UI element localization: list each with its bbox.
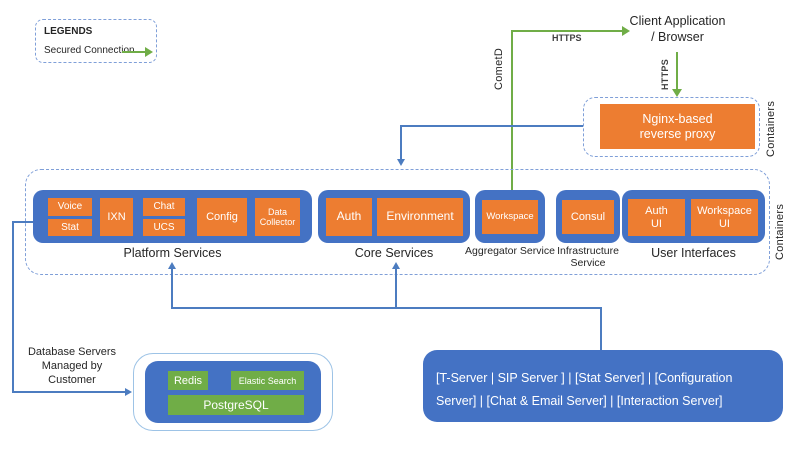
db-connector-bottom-horizontal bbox=[12, 391, 126, 393]
platform-services-label: Platform Services bbox=[123, 246, 222, 260]
db-connector-top-horizontal bbox=[12, 221, 33, 223]
service-box-ucs: UCS bbox=[143, 219, 185, 236]
service-box-workspace-ui: Workspace UI bbox=[691, 199, 758, 236]
user-interfaces-label: User Interfaces bbox=[651, 246, 736, 260]
cometd-label: CometD bbox=[493, 47, 505, 90]
service-box-config: Config bbox=[197, 198, 247, 236]
service-box-elastic-search: Elastic Search bbox=[231, 371, 304, 390]
legacy-servers-box: [T-Server | SIP Server ] | [Stat Server]… bbox=[423, 350, 783, 422]
service-box-stat: Stat bbox=[48, 219, 92, 236]
containers-label-nginx: Containers bbox=[765, 100, 777, 157]
nginx-container-box bbox=[583, 97, 760, 157]
legend-title: LEGENDS bbox=[44, 26, 93, 37]
legacy-arrowhead-core-icon bbox=[392, 262, 400, 269]
secured-connection-arrow-icon bbox=[145, 47, 153, 57]
aggregator-service-group: Workspace bbox=[475, 190, 545, 243]
core-services-group: Auth Environment bbox=[318, 190, 470, 243]
db-connector-arrowhead-icon bbox=[125, 388, 132, 396]
db-connector-vertical bbox=[12, 221, 14, 392]
service-box-consul: Consul bbox=[562, 200, 614, 234]
legacy-servers-line1: [T-Server | SIP Server ] | [Stat Server]… bbox=[436, 371, 733, 385]
legacy-riser-platform bbox=[171, 268, 173, 307]
aggregator-service-label: Aggregator Service bbox=[465, 245, 555, 257]
legend-box: LEGENDS Secured Connection bbox=[35, 19, 157, 63]
cometd-line-horizontal bbox=[511, 30, 623, 32]
service-box-auth-ui: Auth UI bbox=[628, 199, 685, 236]
nginx-connector-arrowhead-icon bbox=[397, 159, 405, 166]
nginx-connector-horizontal bbox=[400, 125, 583, 127]
secured-connection-label: Secured Connection bbox=[44, 45, 135, 56]
database-note-label: Database Servers Managed by Customer bbox=[27, 346, 117, 386]
service-box-environment: Environment bbox=[377, 198, 463, 236]
service-box-workspace: Workspace bbox=[482, 200, 538, 234]
database-group: Redis Elastic Search PostgreSQL bbox=[145, 361, 321, 423]
cometd-line-vertical bbox=[511, 30, 513, 200]
database-outer-box: Redis Elastic Search PostgreSQL bbox=[133, 353, 333, 431]
https-arrowhead-icon bbox=[672, 89, 682, 97]
nginx-reverse-proxy-box: Nginx-based reverse proxy bbox=[600, 104, 755, 149]
secured-connection-line bbox=[122, 51, 146, 53]
user-interfaces-group: Auth UI Workspace UI bbox=[622, 190, 765, 243]
service-box-ixn: IXN bbox=[100, 198, 133, 236]
containers-label-main: Containers bbox=[774, 203, 786, 260]
legacy-connector-horizontal bbox=[171, 307, 601, 309]
legacy-connector-vertical bbox=[600, 307, 602, 350]
legacy-servers-line2: Server] | [Chat & Email Server] | [Inter… bbox=[436, 394, 723, 408]
service-box-chat: Chat bbox=[143, 198, 185, 216]
legacy-arrowhead-platform-icon bbox=[168, 262, 176, 269]
legacy-riser-core bbox=[395, 268, 397, 307]
cometd-arrowhead-icon bbox=[622, 26, 630, 36]
service-box-postgresql: PostgreSQL bbox=[168, 395, 304, 415]
service-box-data-collector: Data Collector bbox=[255, 198, 300, 236]
service-box-auth: Auth bbox=[326, 198, 372, 236]
https-label-right: HTTPS bbox=[660, 58, 670, 90]
nginx-connector-vertical bbox=[400, 125, 402, 160]
service-box-redis: Redis bbox=[168, 371, 208, 390]
client-application-label: Client Application / Browser bbox=[629, 14, 726, 45]
https-line-client-to-nginx bbox=[676, 52, 678, 90]
service-box-voice: Voice bbox=[48, 198, 92, 216]
infrastructure-service-label: Infrastructure Service bbox=[557, 245, 619, 269]
infrastructure-service-group: Consul bbox=[556, 190, 620, 243]
core-services-label: Core Services bbox=[354, 246, 434, 260]
platform-services-group: Voice Stat IXN Chat UCS Config Data Coll… bbox=[33, 190, 312, 243]
https-label-top: HTTPS bbox=[552, 33, 582, 43]
